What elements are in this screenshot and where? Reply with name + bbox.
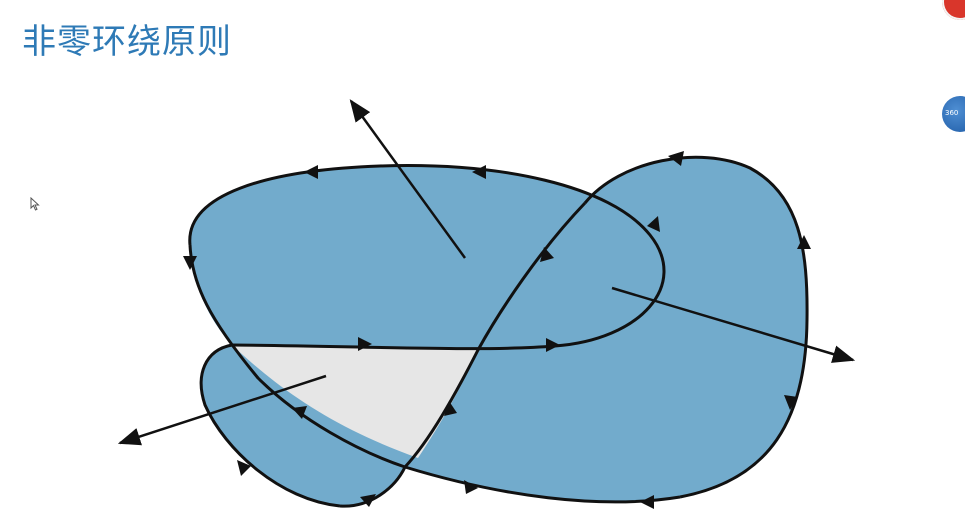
browser-icon-disc [942,96,965,132]
direction-arrow [668,151,684,166]
direction-arrow [464,480,478,494]
360-browser-icon[interactable]: 360 [939,96,965,132]
direction-arrow [797,235,811,249]
outline-crossing-strand [339,201,587,508]
outline-left-diagonal [188,244,681,504]
direction-arrow [292,406,307,419]
slide-title: 非零环绕原则 [22,22,232,62]
direction-arrow [304,165,318,179]
zero-winding-region [232,345,478,458]
direction-arrow [640,495,654,509]
lower-left-region-fill [201,345,405,507]
ray-arrow-left [117,374,327,446]
direction-arrow [540,247,554,262]
direction-arrow [444,401,457,416]
mouse-pointer-icon [30,197,40,211]
direction-arrowheads [183,151,811,509]
direction-arrow [472,165,486,179]
ray-arrow-right [611,286,856,363]
ray-arrow-up [349,99,467,259]
red-badge-disc [942,0,965,20]
left-region-fill [189,165,665,349]
direction-arrow [237,460,251,476]
direction-arrow [784,395,798,410]
red-badge-icon[interactable] [939,0,965,36]
direction-arrow [546,338,560,352]
direction-arrow [358,337,372,351]
direction-arrow [647,216,660,232]
outline-top-arc [188,164,666,351]
direction-arrow [183,256,197,270]
ray-arrows [117,99,856,446]
browser-icon-label: 360 [945,109,959,117]
direction-arrow [360,494,376,507]
